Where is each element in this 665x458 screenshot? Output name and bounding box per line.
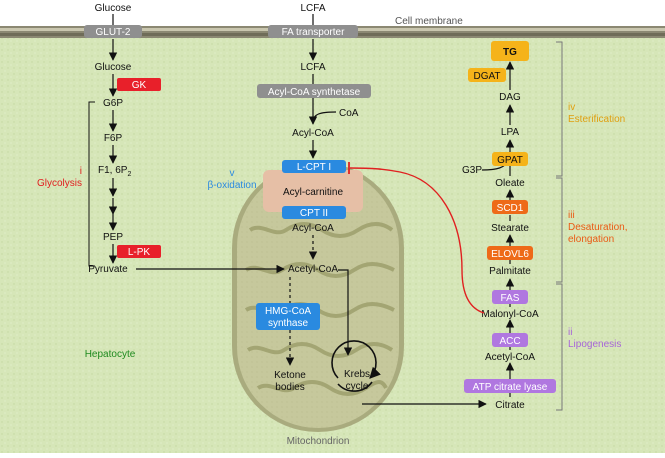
citrate: Citrate — [495, 400, 525, 411]
beta-ox-stage-num: v — [230, 168, 235, 179]
esterification-stage-num: iv — [568, 102, 575, 113]
coa: CoA — [339, 108, 359, 119]
lcpt1-enzyme — [282, 160, 346, 173]
cpt2-label: CPT II — [300, 208, 328, 219]
bracket-lipogenesis — [556, 283, 563, 411]
pep: PEP — [103, 232, 123, 243]
gpat-label: GPAT — [497, 155, 523, 166]
acyl-carnitine-label: Acyl-carnitine — [283, 187, 343, 198]
mitochondrion-label: Mitochondrion — [287, 436, 350, 447]
elovl6-enzyme — [487, 246, 533, 260]
mitochondrion — [232, 162, 404, 432]
malonyl-inhibition-line — [349, 167, 485, 314]
glycolysis-bracket — [88, 101, 95, 267]
dag: DAG — [499, 92, 521, 103]
acc-label: ACC — [499, 336, 520, 347]
tg-box — [491, 41, 529, 61]
dgat-label: DGAT — [473, 71, 500, 82]
ketone-bodies-1: Ketone — [274, 370, 306, 381]
cell-membrane-label: Cell membrane — [395, 16, 463, 27]
lcpt1-label: L-CPT I — [297, 162, 331, 173]
acetyl-coa-cytosol: Acetyl-CoA — [485, 352, 535, 363]
desaturation-stage-line1: Desaturation, — [568, 222, 627, 233]
acyl-coa-mito: Acyl-CoA — [292, 223, 334, 234]
hmg-label-1: HMG-CoA — [265, 306, 311, 317]
hepatocyte-label: Hepatocyte — [85, 349, 136, 360]
acc-enzyme — [492, 333, 528, 347]
f6p: F6P — [104, 133, 123, 144]
hmg-coa-synthase — [256, 303, 320, 330]
scd1-enzyme — [492, 200, 528, 214]
esterification-stage-name: Esterification — [568, 114, 625, 125]
lpa: LPA — [501, 127, 519, 138]
atp-citrate-lyase — [464, 379, 556, 393]
dgat-enzyme — [468, 68, 506, 82]
desaturation-stage-line2: elongation — [568, 234, 614, 245]
palmitate: Palmitate — [489, 266, 531, 277]
g3p: G3P — [462, 165, 482, 176]
fas-enzyme — [492, 290, 528, 304]
desaturation-stage-num: iii — [568, 210, 575, 221]
lipogenesis-stage-num: ii — [568, 327, 572, 338]
bracket-esterification — [556, 41, 563, 177]
fa-transporter-label: FA transporter — [282, 27, 345, 38]
f16p2: F1, 6P2 — [98, 165, 131, 178]
scd1-label: SCD1 — [497, 203, 524, 214]
gk-enzyme — [117, 78, 161, 91]
lpk-enzyme — [117, 245, 161, 258]
oleate: Oleate — [495, 178, 525, 189]
tg-label: TG — [503, 47, 517, 58]
glycolysis-glucose: Glucose — [95, 62, 132, 73]
stearate: Stearate — [491, 223, 529, 234]
g6p: G6P — [103, 98, 123, 109]
beta-ox-stage-name: β-oxidation — [207, 180, 256, 191]
elovl6-label: ELOVL6 — [491, 249, 529, 260]
acetyl-coa-mito: Acetyl-CoA — [288, 264, 338, 275]
glycolysis-stage-name: Glycolysis — [37, 178, 82, 189]
acl-label: ATP citrate lyase — [473, 382, 548, 393]
fas-label: FAS — [501, 293, 520, 304]
glycolysis-stage-num: i — [80, 166, 82, 177]
lcfa-cytosol: LCFA — [300, 62, 325, 73]
lipogenesis-stage-name: Lipogenesis — [568, 339, 621, 350]
krebs-label-1: Krebs — [344, 369, 370, 380]
acyl-coa-cytosol: Acyl-CoA — [292, 128, 334, 139]
ketone-bodies-2: bodies — [275, 382, 304, 393]
hmg-label-2: synthase — [268, 318, 308, 329]
krebs-cycle — [331, 340, 381, 392]
gk-label: GK — [132, 80, 147, 91]
fa-transporter — [268, 25, 358, 38]
acyl-carnitine-box — [263, 170, 363, 212]
glut2-transporter — [84, 25, 142, 38]
cpt2-enzyme — [282, 206, 346, 219]
bracket-desaturation — [556, 177, 563, 283]
lpk-label: L-PK — [128, 247, 151, 258]
input-glucose: Glucose — [95, 3, 132, 14]
krebs-label-2: cycle — [346, 381, 369, 392]
malonyl-coa: Malonyl-CoA — [481, 309, 539, 320]
input-lcfa: LCFA — [300, 3, 325, 14]
acyl-coa-synthetase-label: Acyl-CoA synthetase — [268, 87, 361, 98]
glut2-label: GLUT-2 — [95, 27, 130, 38]
acyl-coa-synthetase — [257, 84, 371, 98]
pyruvate: Pyruvate — [88, 264, 128, 275]
gpat-enzyme — [492, 152, 528, 166]
